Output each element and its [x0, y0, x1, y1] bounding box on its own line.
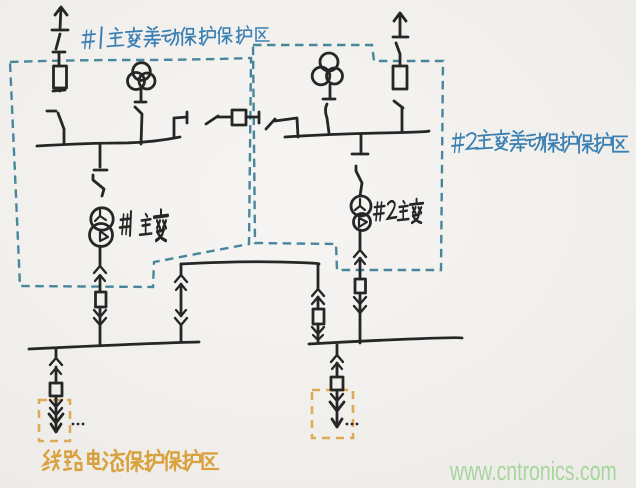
svg-text:www.cntronics.com: www.cntronics.com: [449, 456, 617, 485]
